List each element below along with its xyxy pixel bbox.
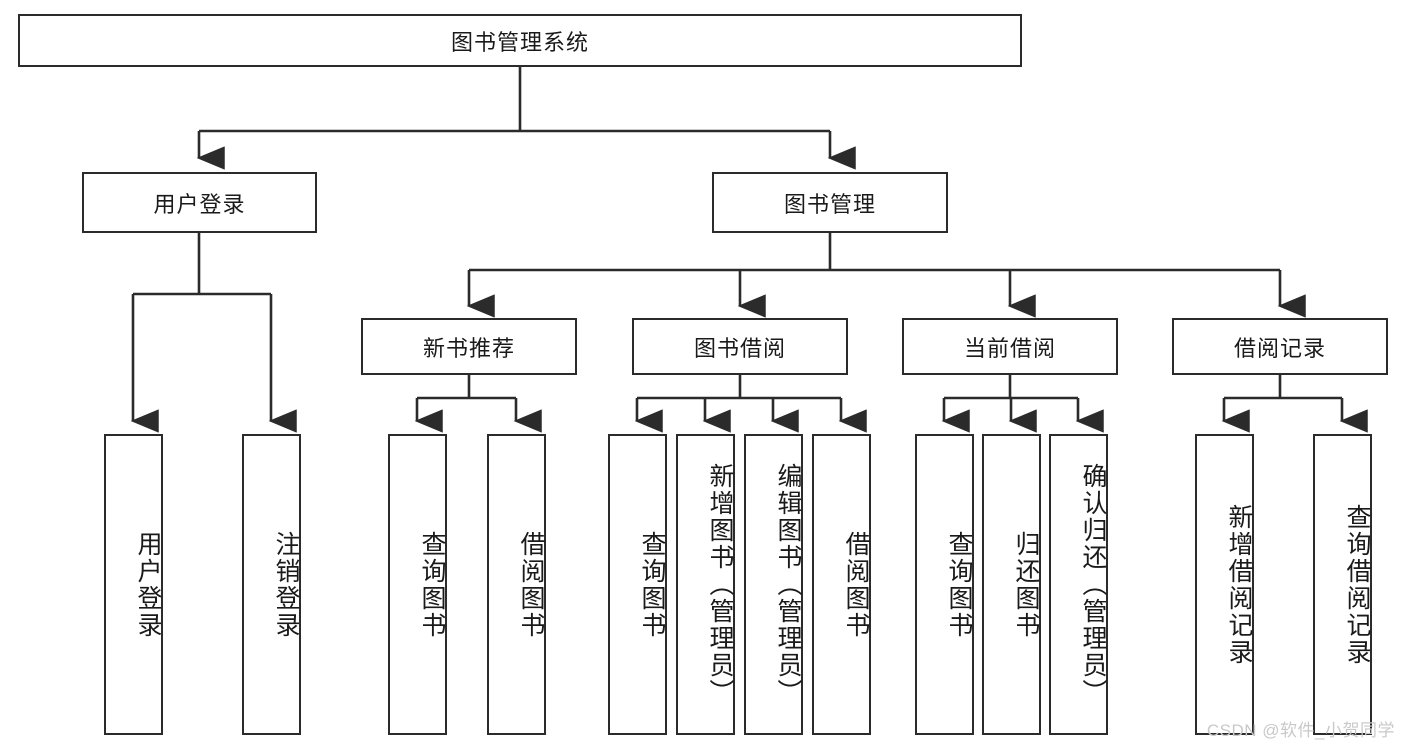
leaf-rec-add-record-label: 新增借阅记录 <box>1225 503 1253 666</box>
node-book-manage[interactable]: 图书管理 <box>712 172 948 233</box>
node-book-borrow[interactable]: 图书借阅 <box>632 318 848 375</box>
node-user-login-label: 用户登录 <box>153 191 246 217</box>
leaf-cur-return-book[interactable]: 归还图书 <box>982 434 1041 735</box>
leaf-cur-return-book-label: 归还图书 <box>1012 530 1040 639</box>
leaf-rec-borrow-book-label: 借阅图书 <box>517 530 545 639</box>
leaf-user-login-label: 用户登录 <box>134 530 162 639</box>
leaf-rec-query-record[interactable]: 查询借阅记录 <box>1313 434 1372 735</box>
leaf-user-logout[interactable]: 注销登录 <box>242 434 301 735</box>
leaf-borrow-borrow-book[interactable]: 借阅图书 <box>812 434 871 735</box>
node-new-book-rec-label: 新书推荐 <box>422 335 515 361</box>
leaf-user-login[interactable]: 用户登录 <box>104 434 163 735</box>
leaf-rec-query-book-label: 查询图书 <box>418 530 446 639</box>
leaf-user-logout-label: 注销登录 <box>272 530 300 639</box>
leaf-borrow-add-book-label: 新增图书（管理员） <box>706 463 734 706</box>
leaf-rec-add-record[interactable]: 新增借阅记录 <box>1195 434 1254 735</box>
watermark-text: CSDN @软件_小贺同学 <box>1206 721 1395 740</box>
node-current-borrow[interactable]: 当前借阅 <box>902 318 1118 375</box>
leaf-borrow-edit-book-label: 编辑图书（管理员） <box>774 463 802 706</box>
node-book-borrow-label: 图书借阅 <box>693 335 786 361</box>
node-current-borrow-label: 当前借阅 <box>963 335 1056 361</box>
leaf-borrow-add-book[interactable]: 新增图书（管理员） <box>676 434 735 735</box>
leaf-cur-query-book-label: 查询图书 <box>945 530 973 639</box>
node-borrow-record[interactable]: 借阅记录 <box>1172 318 1388 375</box>
node-borrow-record-label: 借阅记录 <box>1233 335 1326 361</box>
leaf-cur-confirm-return[interactable]: 确认归还（管理员） <box>1049 434 1108 735</box>
node-root-label: 图书管理系统 <box>450 29 589 55</box>
leaf-rec-borrow-book[interactable]: 借阅图书 <box>487 434 546 735</box>
leaf-rec-query-book[interactable]: 查询图书 <box>388 434 447 735</box>
leaf-cur-confirm-return-label: 确认归还（管理员） <box>1079 463 1107 706</box>
node-new-book-rec[interactable]: 新书推荐 <box>361 318 577 375</box>
leaf-borrow-query-book-label: 查询图书 <box>638 530 666 639</box>
node-user-login[interactable]: 用户登录 <box>82 172 317 233</box>
node-book-manage-label: 图书管理 <box>783 191 876 217</box>
leaf-rec-query-record-label: 查询借阅记录 <box>1343 503 1371 666</box>
leaf-borrow-query-book[interactable]: 查询图书 <box>608 434 667 735</box>
leaf-cur-query-book[interactable]: 查询图书 <box>915 434 974 735</box>
node-root[interactable]: 图书管理系统 <box>18 14 1022 67</box>
leaf-borrow-edit-book[interactable]: 编辑图书（管理员） <box>744 434 803 735</box>
leaf-borrow-borrow-book-label: 借阅图书 <box>842 530 870 639</box>
